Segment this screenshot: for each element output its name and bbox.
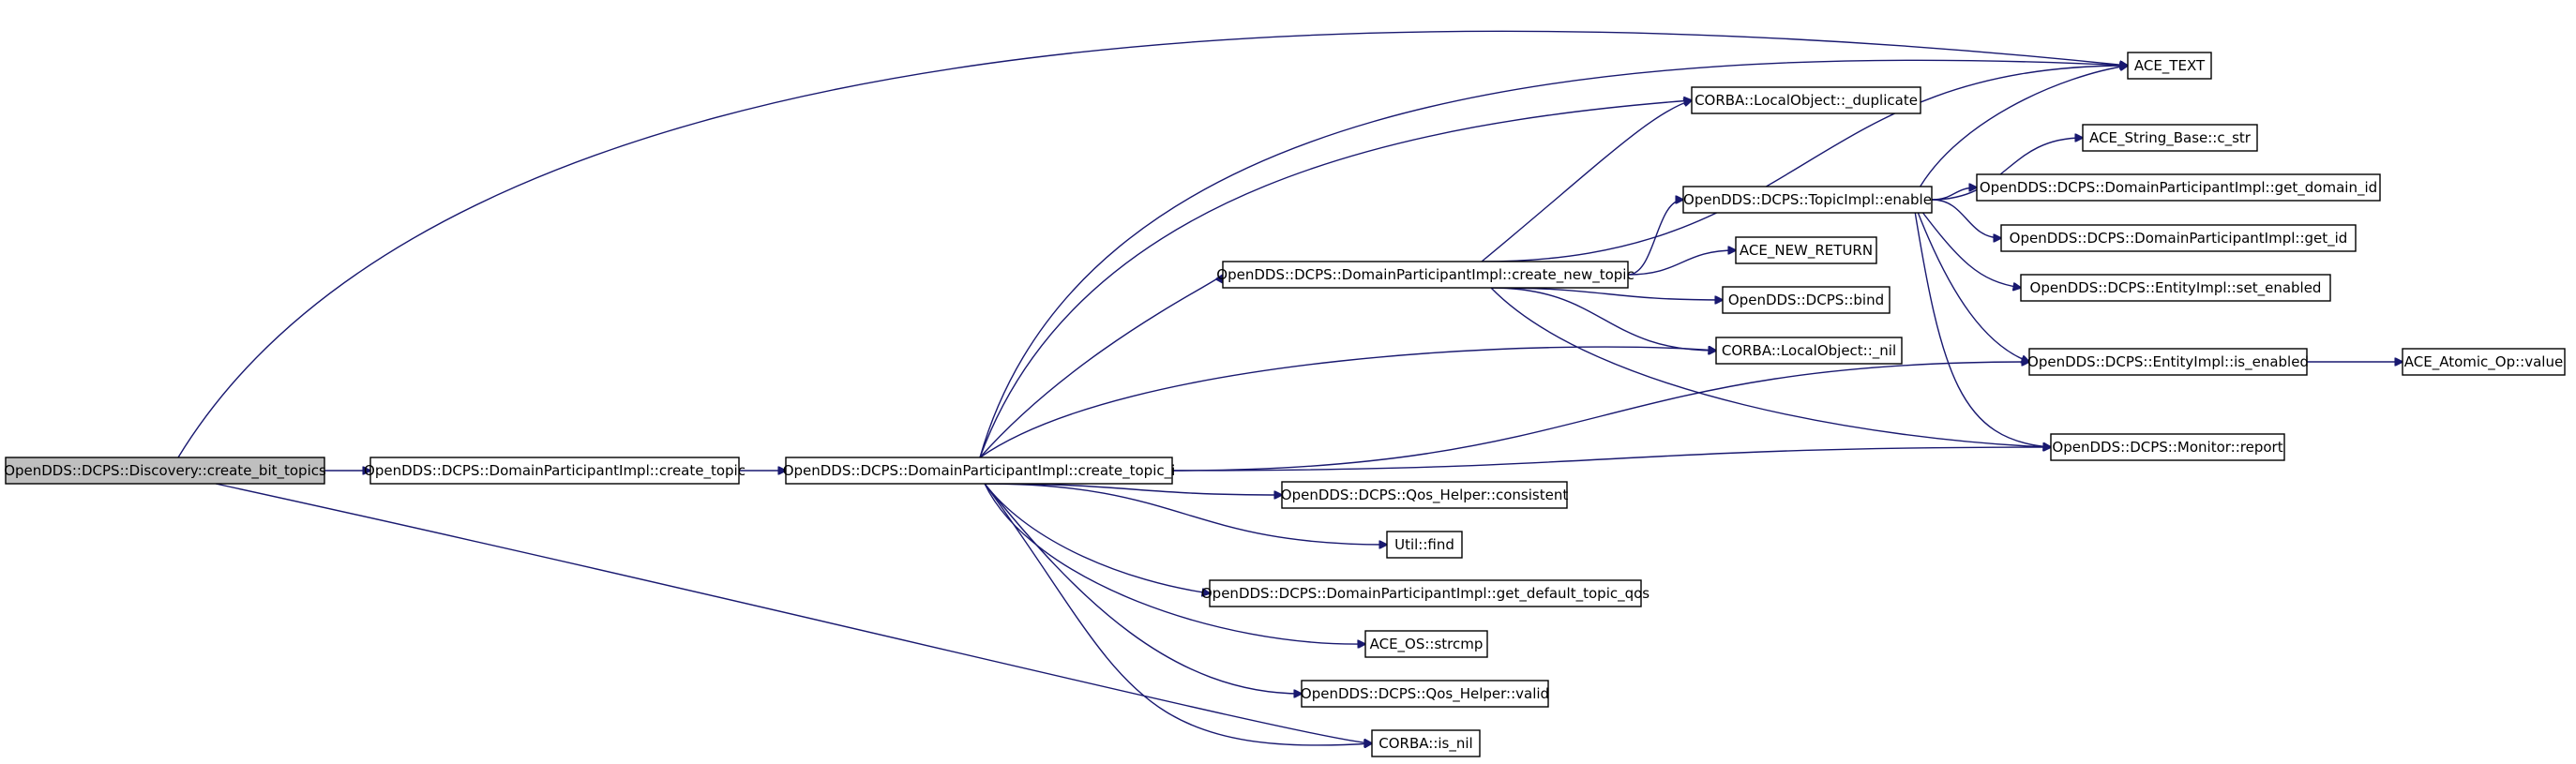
node-label: OpenDDS::DCPS::DomainParticipantImpl::cr…: [1216, 266, 1634, 284]
node-atomic[interactable]: ACE_Atomic_Op::value: [2402, 348, 2566, 376]
node-newret[interactable]: ACE_NEW_RETURN: [1735, 236, 1877, 264]
edge-cti-to-find: [984, 483, 1387, 545]
edge-cnt-to-dup: [1481, 100, 1692, 262]
node-box: [1281, 481, 1568, 509]
edge-root-to-isnil: [215, 483, 1372, 743]
node-cti[interactable]: OpenDDS::DCPS::DomainParticipantImpl::cr…: [783, 457, 1176, 485]
node-box: [1222, 261, 1629, 289]
node-box: [2020, 274, 2331, 302]
node-box: [2000, 224, 2357, 252]
node-box: [1371, 729, 1481, 757]
node-consistent[interactable]: OpenDDS::DCPS::Qos_Helper::consistent: [1281, 481, 1569, 509]
edge-cnt-to-acetext: [1481, 66, 2128, 262]
node-cnt[interactable]: OpenDDS::DCPS::DomainParticipantImpl::cr…: [1216, 261, 1634, 289]
node-label: CORBA::LocalObject::_duplicate: [1695, 92, 1918, 110]
edge-cnt-to-newret: [1627, 250, 1736, 276]
edge-cti-to-cnt: [979, 275, 1223, 458]
node-isen[interactable]: OpenDDS::DCPS::EntityImpl::is_enabled: [2027, 348, 2309, 376]
edge-cti-to-acetext: [979, 59, 2128, 458]
node-enable[interactable]: OpenDDS::DCPS::TopicImpl::enable: [1682, 186, 1933, 214]
node-label: ACE_TEXT: [2134, 57, 2206, 75]
nodes-layer: OpenDDS::DCPS::Discovery::create_bit_top…: [4, 52, 2566, 757]
node-gdtq[interactable]: OpenDDS::DCPS::DomainParticipantImpl::ge…: [1201, 579, 1650, 607]
node-box: [1976, 173, 2381, 202]
node-box: [1386, 531, 1463, 559]
node-label: ACE_OS::strcmp: [1370, 636, 1484, 653]
node-label: OpenDDS::DCPS::EntityImpl::set_enabled: [2030, 279, 2322, 297]
node-box: [1691, 86, 1921, 114]
node-report[interactable]: OpenDDS::DCPS::Monitor::report: [2050, 433, 2285, 461]
node-find[interactable]: Util::find: [1386, 531, 1463, 559]
node-label: OpenDDS::DCPS::Monitor::report: [2052, 439, 2282, 456]
node-label: OpenDDS::DCPS::DomainParticipantImpl::cr…: [783, 462, 1176, 480]
node-label: OpenDDS::DCPS::bind: [1728, 292, 1884, 308]
node-label: OpenDDS::DCPS::DomainParticipantImpl::ge…: [1980, 179, 2377, 197]
node-label: Util::find: [1394, 536, 1454, 553]
node-box: [2402, 348, 2566, 376]
node-box: [1682, 186, 1933, 214]
edge-cti-to-nil: [979, 347, 1716, 458]
node-label: OpenDDS::DCPS::Qos_Helper::valid: [1301, 685, 1549, 703]
node-box: [1301, 680, 1549, 708]
node-nil[interactable]: CORBA::LocalObject::_nil: [1715, 337, 1903, 365]
edge-cti-to-gdtq: [984, 483, 1210, 593]
node-box: [1715, 337, 1903, 365]
node-label: OpenDDS::DCPS::DomainParticipantImpl::cr…: [364, 462, 746, 480]
node-label: OpenDDS::DCPS::DomainParticipantImpl::ge…: [2010, 230, 2348, 247]
node-label: OpenDDS::DCPS::Qos_Helper::consistent: [1281, 487, 1569, 504]
edge-root-to-acetext: [177, 30, 2128, 458]
edges-layer: [177, 30, 2403, 745]
edge-cti-to-dup: [979, 100, 1692, 458]
node-dup[interactable]: CORBA::LocalObject::_duplicate: [1691, 86, 1921, 114]
edge-cti-to-isen: [1171, 362, 2029, 472]
node-label: OpenDDS::DCPS::EntityImpl::is_enabled: [2027, 353, 2309, 371]
node-acetext[interactable]: ACE_TEXT: [2127, 52, 2212, 80]
node-box: [1209, 579, 1642, 607]
node-label: CORBA::LocalObject::_nil: [1722, 342, 1896, 360]
node-strcmp[interactable]: ACE_OS::strcmp: [1364, 630, 1488, 658]
node-cstr[interactable]: ACE_String_Base::c_str: [2082, 124, 2258, 152]
node-root[interactable]: OpenDDS::DCPS::Discovery::create_bit_top…: [4, 457, 326, 485]
node-box: [2050, 433, 2285, 461]
edge-cti-to-valid: [984, 483, 1302, 694]
edge-cnt-to-report: [1490, 287, 2051, 447]
node-label: ACE_Atomic_Op::value: [2404, 353, 2563, 371]
node-box: [1364, 630, 1488, 658]
node-box: [2082, 124, 2258, 152]
node-gdid[interactable]: OpenDDS::DCPS::DomainParticipantImpl::ge…: [1976, 173, 2381, 202]
node-box: [5, 457, 325, 485]
node-ct[interactable]: OpenDDS::DCPS::DomainParticipantImpl::cr…: [364, 457, 746, 485]
node-label: ACE_String_Base::c_str: [2089, 129, 2252, 147]
edge-enable-to-cstr: [1931, 138, 2083, 201]
node-isnil[interactable]: CORBA::is_nil: [1371, 729, 1481, 757]
edge-cnt-to-enable: [1627, 200, 1683, 276]
edge-enable-to-acetext: [1912, 66, 2128, 201]
node-label: ACE_NEW_RETURN: [1740, 242, 1873, 260]
node-box: [1722, 286, 1891, 314]
node-seten[interactable]: OpenDDS::DCPS::EntityImpl::set_enabled: [2020, 274, 2331, 302]
node-label: OpenDDS::DCPS::TopicImpl::enable: [1683, 191, 1932, 208]
node-bind[interactable]: OpenDDS::DCPS::bind: [1722, 286, 1891, 314]
node-box: [369, 457, 740, 485]
edge-enable-to-isen: [1912, 199, 2029, 362]
edge-enable-to-report: [1912, 199, 2051, 447]
node-box: [785, 457, 1173, 485]
edge-cti-to-isnil: [984, 483, 1372, 745]
edge-cnt-to-nil: [1490, 287, 1716, 351]
node-label: OpenDDS::DCPS::Discovery::create_bit_top…: [4, 462, 326, 480]
node-label: CORBA::is_nil: [1378, 735, 1472, 753]
node-getid[interactable]: OpenDDS::DCPS::DomainParticipantImpl::ge…: [2000, 224, 2357, 252]
edge-enable-to-getid: [1931, 199, 2001, 238]
node-label: OpenDDS::DCPS::DomainParticipantImpl::ge…: [1201, 585, 1650, 603]
node-valid[interactable]: OpenDDS::DCPS::Qos_Helper::valid: [1301, 680, 1549, 708]
node-box: [2028, 348, 2308, 376]
node-box: [2127, 52, 2212, 80]
node-box: [1735, 236, 1877, 264]
edge-enable-to-seten: [1912, 199, 2021, 288]
edge-cti-to-report: [1171, 447, 2051, 472]
